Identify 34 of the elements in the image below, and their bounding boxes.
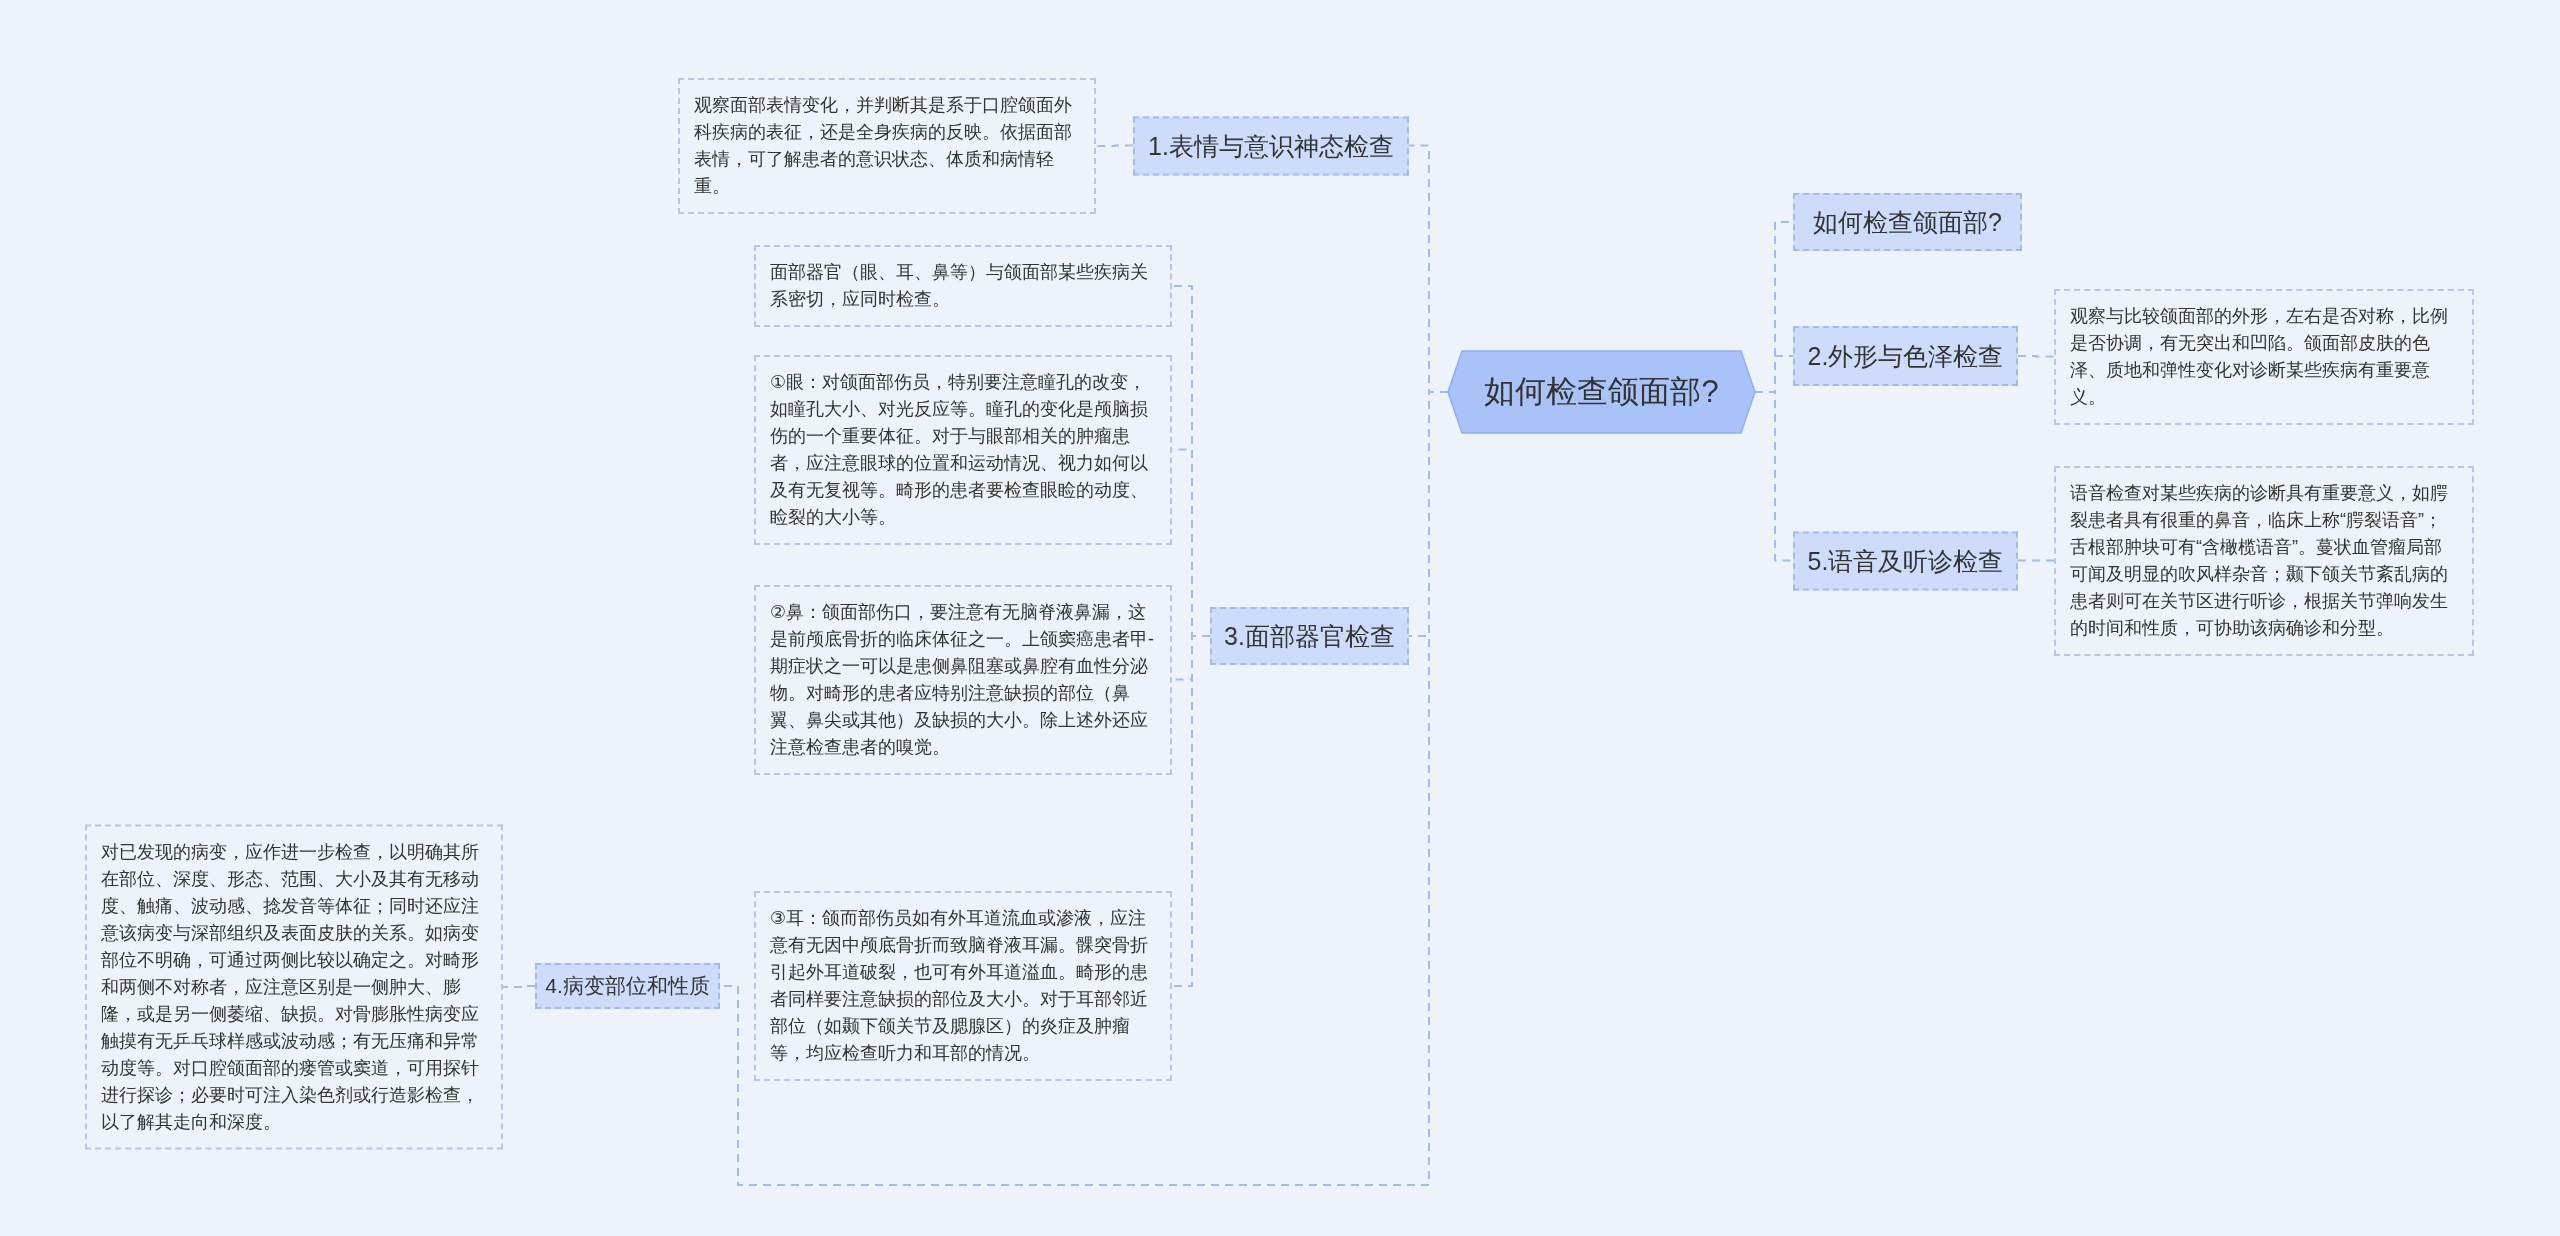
note-text: 面部器官（眼、耳、鼻等）与颌面部某些疾病关系密切，应同时检查。 xyxy=(770,261,1149,311)
note-box xyxy=(85,824,503,1150)
topic-label: 3.面部器官检查 xyxy=(1224,620,1395,652)
connector-line xyxy=(2017,355,2055,358)
connector-line xyxy=(1095,144,1134,147)
note-text: 语音检查对某些疾病的诊断具有重要意义，如腭裂患者具有很重的鼻音，临床上称“腭裂语音”；舌根部肿块可有“含橄榄语音”。蔓状血管瘤局部可闻及明显的吹风样杂音；颞下颌关节紊乱病的患者则可在关节区进行听诊，根据关节弹响发生的时间和性质，可协助该病确诊和分型。 xyxy=(2070,481,2449,640)
note-text: ①眼：对颌面部伤员，特别要注意瞳孔的改变，如瞳孔大小、对光反应等。瞳孔的变化是颅脑损伤的一个重要体征。对于与眼部相关的肿瘤患者，应注意眼球的位置和运动情况、视力如何以及有无复视等。畸形的患者要检查眼睑的动度、睑裂的大小等。 xyxy=(770,370,1149,529)
note-box xyxy=(754,891,1172,1081)
topic-box xyxy=(1793,531,2018,590)
topic-label: 4.病变部位和性质 xyxy=(545,973,710,999)
note-text: ②鼻：颌面部伤口，要注意有无脑脊液鼻漏，这是前颅底骨折的临床体征之一。上颌窦癌患者甲-期症状之一可以是患侧鼻阻塞或鼻腔有血性分泌物。对畸形的患者应特别注意缺损的部位（鼻翼、鼻尖或其他）及缺损的大小。除上述外还应注意检查患者的嗅觉。 xyxy=(770,600,1155,759)
topic-label: 5.语音及听诊检查 xyxy=(1807,545,2004,576)
topic-label: 如何检查颌面部? xyxy=(1813,206,2002,238)
note-text: 观察与比较颌面部的外形，左右是否对称，比例是否协调，有无突出和凹陷。颌面部皮肤的色泽、质地和弹性变化对诊断某些疾病有重要意义。 xyxy=(2070,304,2449,409)
topic-box xyxy=(1133,116,1409,175)
topic-box xyxy=(535,963,720,1009)
topic-box xyxy=(1793,193,2022,251)
connector-line xyxy=(2017,559,2055,562)
topic-box xyxy=(1210,607,1409,665)
central-topic-text: 如何检查颌面部? xyxy=(1484,373,1719,411)
topic-box xyxy=(1793,326,2018,386)
note-box xyxy=(678,78,1096,214)
connector-line xyxy=(1754,391,1794,562)
note-box xyxy=(754,245,1172,327)
note-text: 对已发现的病变，应作进一步检查，以明确其所在部位、深度、形态、范围、大小及其有无移动度、触痛、波动感、捻发音等体征；同时还应注意该病变与深部组织及表面皮肤的关系。如病变部位不明确，可通过两侧比较以确定之。对畸形和两侧不对称者，应注意区别是一侧肿大、膨隆，或是另一侧萎缩、缺损。对骨膨胀性病变应触摸有无乒乓球样感或波动感；有无压痛和异常动度等。对口腔颌面部的瘘管或窦道，可用探针进行探诊；必要时可注入染色剂或行造影检查，以了解其走向和深度。 xyxy=(101,840,480,1134)
topic-label: 1.表情与意识神态检查 xyxy=(1148,130,1394,161)
note-text: ③耳：颌而部伤员如有外耳道流血或渗液，应注意有无因中颅底骨折而致脑脊液耳漏。髁突骨折引起外耳道破裂，也可有外耳道溢血。畸形的患者同样要注意缺损的部位及大小。对于耳部邻近部位（如颞下颌关节及腮腺区）的炎症及肿瘤等，均应检查听力和耳部的情况。 xyxy=(770,907,1149,1065)
note-box xyxy=(754,584,1172,775)
topic-label: 2.外形与色泽检查 xyxy=(1807,340,2004,372)
note-box xyxy=(754,354,1172,545)
note-box xyxy=(2054,288,2474,425)
note-box xyxy=(2054,465,2474,656)
note-text: 观察面部表情变化，并判断其是系于口腔颌面外科疾病的表征，还是全身疾病的反映。依据面部表情，可了解患者的意识状态、体质和病情轻重。 xyxy=(694,94,1073,198)
connector-line xyxy=(502,985,536,988)
